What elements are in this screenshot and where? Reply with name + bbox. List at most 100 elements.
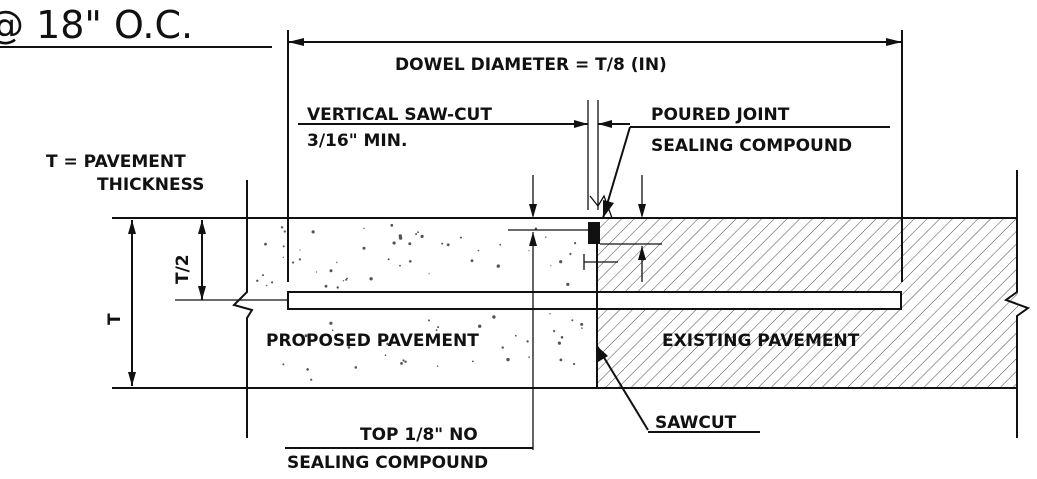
dowel-bar	[287, 291, 902, 310]
aggregate-speck	[329, 321, 333, 325]
aggregate-speck	[280, 226, 284, 229]
top-eighth-sealing-label: SEALING COMPOUND	[287, 453, 488, 473]
aggregate-speck	[384, 354, 387, 357]
existing-pavement-label: EXISTING PAVEMENT	[662, 331, 860, 351]
aggregate-speck	[573, 362, 576, 366]
aggregate-speck	[392, 241, 396, 245]
aggregate-speck	[329, 269, 333, 273]
poured-joint-dim-arrow	[598, 120, 612, 128]
aggregate-speck	[581, 327, 583, 329]
aggregate-speck	[310, 378, 313, 381]
aggregate-speck	[282, 256, 285, 258]
dowel-arrow-left	[288, 38, 304, 46]
aggregate-speck	[336, 286, 339, 289]
top-eighth-arrow-left	[529, 204, 537, 218]
aggregate-speck	[399, 264, 401, 267]
aggregate-speck	[400, 362, 403, 365]
right-break-line	[1003, 170, 1031, 438]
aggregate-speck	[354, 366, 358, 369]
aggregate-speck	[435, 329, 438, 332]
aggregate-speck	[402, 359, 405, 362]
aggregate-speck	[559, 358, 563, 362]
top-eighth-leader-arrow	[529, 232, 537, 246]
aggregate-speck	[331, 329, 334, 332]
half-t-arrow-top	[198, 220, 206, 234]
aggregate-speck	[262, 274, 264, 277]
joint-sealant	[588, 222, 600, 244]
sealant-top-detail	[589, 194, 613, 219]
aggregate-speck	[492, 315, 496, 319]
aggregate-speck	[282, 363, 285, 366]
aggregate-speck	[528, 250, 530, 252]
aggregate-speck	[428, 273, 430, 275]
aggregate-speck	[580, 322, 584, 326]
aggregate-speck	[362, 246, 366, 250]
aggregate-speck	[528, 356, 530, 359]
aggregate-speck	[545, 236, 547, 238]
aggregate-speck	[345, 278, 348, 281]
aggregate-speck	[566, 282, 570, 286]
aggregate-speck	[550, 265, 552, 267]
t-arrow-bottom	[128, 372, 136, 386]
saw-cut-min-label: 3/16" MIN.	[307, 131, 407, 151]
aggregate-speck	[470, 259, 474, 263]
top-eighth-label: TOP 1/8" NO	[360, 425, 478, 445]
title-fragment: @ 18" O.C.	[0, 3, 193, 47]
dowel-arrow-right	[886, 38, 902, 46]
aggregate-speck	[499, 243, 502, 246]
aggregate-speck	[437, 326, 440, 329]
aggregate-speck	[387, 258, 390, 261]
aggregate-speck	[534, 227, 538, 230]
aggregate-speck	[390, 223, 394, 227]
aggregate-speck	[417, 231, 419, 234]
aggregate-speck	[298, 258, 301, 261]
top-eighth-arrow-right	[638, 204, 646, 218]
aggregate-speck	[404, 360, 407, 363]
sawcut-arrow	[597, 346, 608, 362]
aggregate-speck	[436, 365, 439, 367]
aggregate-speck	[369, 277, 373, 281]
aggregate-speck	[560, 336, 564, 339]
aggregate-speck	[292, 261, 295, 264]
aggregate-speck	[549, 313, 551, 315]
aggregate-speck	[315, 271, 318, 273]
aggregate-speck	[478, 324, 482, 328]
aggregate-speck	[306, 368, 309, 371]
aggregate-speck	[403, 339, 405, 342]
aggregate-speck	[409, 260, 412, 263]
aggregate-speck	[514, 334, 517, 337]
sealing-compound-label: SEALING COMPOUND	[651, 136, 852, 156]
aggregate-speck	[336, 261, 338, 264]
sawcut-leader	[596, 345, 649, 431]
aggregate-speck	[282, 245, 285, 248]
aggregate-speck	[571, 319, 574, 322]
aggregate-speck	[347, 346, 351, 349]
dowel-diameter-label: DOWEL DIAMETER = T/8 (IN)	[395, 55, 667, 75]
aggregate-speck	[428, 319, 430, 322]
aggregate-speck	[304, 334, 308, 338]
aggregate-speck	[446, 243, 450, 247]
aggregate-speck	[569, 252, 572, 255]
aggregate-speck	[283, 230, 286, 233]
aggregate-speck	[501, 346, 504, 349]
aggregate-speck	[553, 330, 556, 333]
aggregate-speck	[408, 242, 412, 246]
aggregate-speck	[264, 242, 267, 246]
aggregate-speck	[299, 249, 301, 251]
poured-joint-label: POURED JOINT	[651, 105, 790, 125]
proposed-pavement-label: PROPOSED PAVEMENT	[266, 331, 479, 351]
t-label: T	[105, 313, 125, 325]
half-t-label: T/2	[173, 254, 193, 284]
aggregate-speck	[256, 279, 259, 282]
aggregate-speck	[472, 360, 474, 363]
aggregate-speck	[342, 280, 345, 282]
vertical-saw-cut-arrow	[574, 120, 588, 128]
aggregate-speck	[496, 264, 500, 268]
aggregate-speck	[420, 234, 424, 238]
aggregate-speck	[417, 333, 421, 337]
aggregate-speck	[559, 260, 563, 264]
aggregate-speck	[398, 234, 402, 238]
t-definition-label: T = PAVEMENT	[46, 152, 186, 172]
thickness-word-label: THICKNESS	[97, 175, 204, 195]
